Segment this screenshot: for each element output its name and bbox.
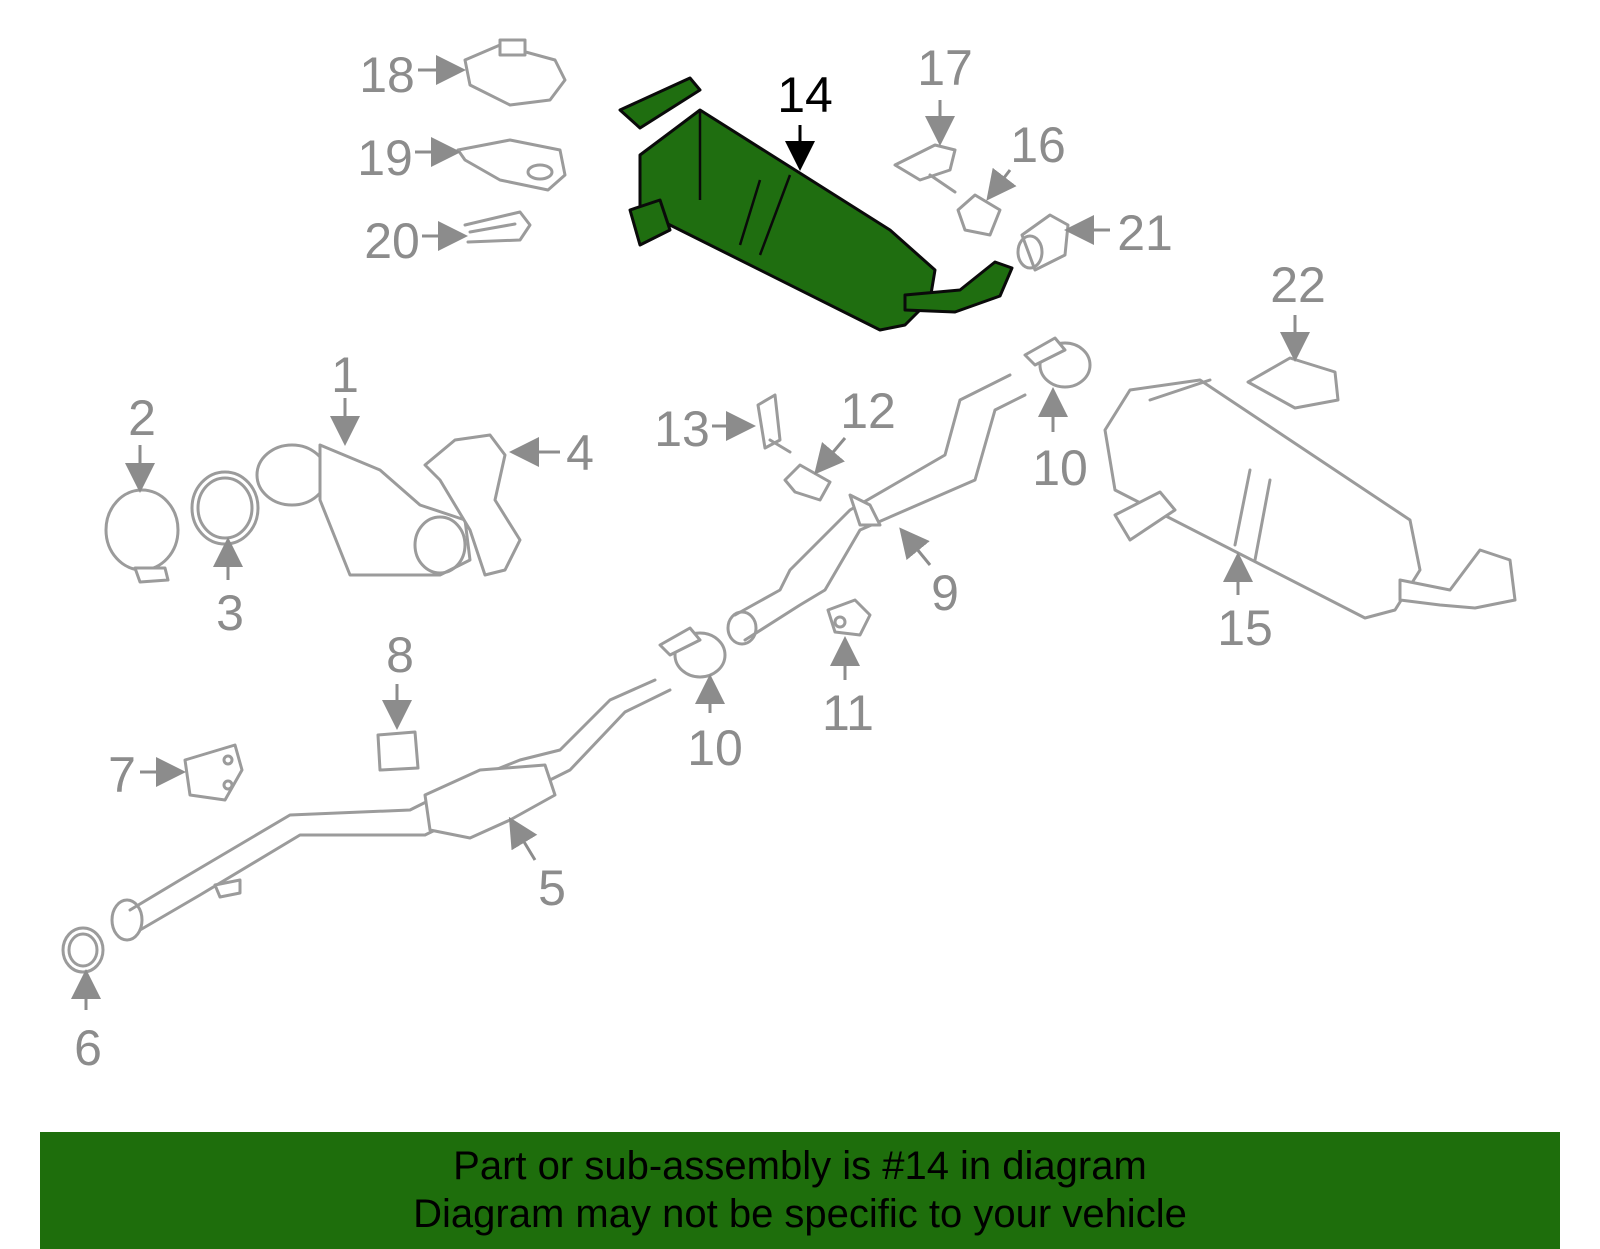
- part-5-front-pipe[interactable]: [110, 678, 672, 942]
- callout-17: 17: [917, 40, 973, 96]
- leader-arrows: [71, 55, 1310, 1010]
- part-19-bracket[interactable]: [456, 138, 567, 192]
- callout-13: 13: [654, 401, 710, 457]
- part-17-bracket[interactable]: [893, 143, 957, 194]
- part-14-rear-muffler[interactable]: [618, 76, 1014, 332]
- part-11-isolator[interactable]: [826, 598, 872, 637]
- callout-10-front: 10: [687, 720, 743, 776]
- part-3-gasket[interactable]: [190, 470, 260, 546]
- part-12-hanger[interactable]: [783, 463, 832, 502]
- info-banner: Part or sub-assembly is #14 in diagram D…: [40, 1132, 1560, 1249]
- part-7-bracket[interactable]: [183, 743, 244, 802]
- part-6-gasket[interactable]: [61, 926, 105, 974]
- callout-7: 7: [108, 747, 136, 803]
- part-8-sleeve[interactable]: [376, 730, 420, 772]
- callout-8: 8: [386, 627, 414, 683]
- part-9-intermediate-pipe[interactable]: [726, 373, 1027, 646]
- callout-3: 3: [216, 585, 244, 641]
- callout-19: 19: [357, 130, 413, 186]
- part-10-clamp-front[interactable]: [658, 626, 727, 679]
- callout-21: 21: [1117, 205, 1173, 261]
- part-10-clamp-rear[interactable]: [1023, 336, 1092, 389]
- part-21-tip[interactable]: [1016, 213, 1070, 272]
- callout-10-rear: 10: [1032, 440, 1088, 496]
- part-13-bracket[interactable]: [756, 393, 792, 454]
- callout-9: 9: [931, 565, 959, 621]
- callout-16: 16: [1010, 117, 1066, 173]
- callout-6: 6: [74, 1020, 102, 1076]
- banner-line-2: Diagram may not be specific to your vehi…: [413, 1192, 1187, 1236]
- part-22-cover[interactable]: [1246, 356, 1340, 410]
- part-18-valve[interactable]: [463, 38, 567, 107]
- callout-2: 2: [128, 390, 156, 446]
- callout-4: 4: [566, 425, 594, 481]
- callout-1: 1: [331, 347, 359, 403]
- callout-15: 15: [1217, 600, 1273, 656]
- part-2-clamp[interactable]: [104, 488, 180, 584]
- part-1-catalytic-converter[interactable]: [255, 443, 472, 577]
- callout-14: 14: [777, 67, 833, 123]
- callout-11: 11: [822, 685, 874, 741]
- callout-22: 22: [1270, 257, 1326, 313]
- callout-5: 5: [538, 860, 566, 916]
- callout-18: 18: [359, 47, 415, 103]
- callout-numbers: 1 2 3 4 5 6 7 8 9 10 10 11 12 13 14 15 1…: [74, 40, 1326, 1076]
- part-15-rear-muffler[interactable]: [1103, 378, 1517, 620]
- callout-20: 20: [364, 213, 420, 269]
- banner-line-1: Part or sub-assembly is #14 in diagram: [453, 1144, 1147, 1188]
- part-20-clip[interactable]: [463, 210, 532, 244]
- part-4-heat-shield[interactable]: [423, 433, 522, 577]
- part-16-hanger[interactable]: [956, 193, 1002, 237]
- callout-12: 12: [840, 383, 896, 439]
